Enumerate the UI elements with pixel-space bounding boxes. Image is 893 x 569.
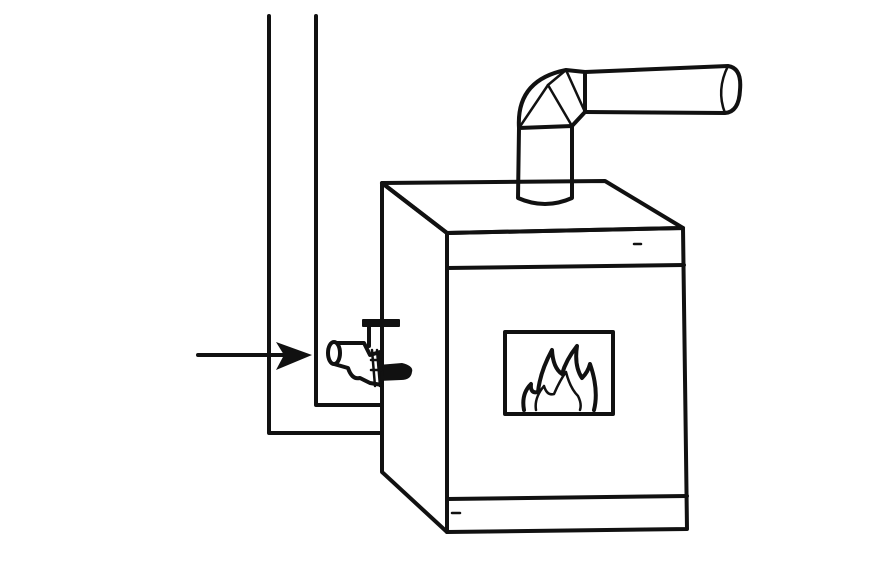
valve-inlet: [326, 340, 342, 366]
arrow-icon: [196, 342, 312, 370]
flame-icon: [521, 344, 598, 412]
boiler-side: [380, 181, 449, 534]
valve-collar: [375, 348, 382, 388]
elbow-seam-3: [564, 68, 587, 114]
arrow-head: [276, 342, 312, 370]
inner-pipe: [314, 14, 382, 407]
boiler-front: [445, 226, 689, 534]
elbow-seam-2: [546, 83, 574, 128]
top-band: [445, 263, 686, 270]
flue-collar: [516, 124, 574, 206]
flue-end: [719, 64, 730, 115]
flue-pipe-icon: [516, 64, 743, 206]
flue-horizontal: [583, 64, 743, 115]
boiler-top: [380, 179, 685, 235]
valve-handle: [362, 319, 400, 327]
bottom-band: [445, 494, 689, 501]
valve-icon: [326, 319, 413, 388]
supply-pipes-icon: [267, 14, 382, 435]
window-frame: [503, 330, 615, 416]
flame-inner: [534, 370, 582, 412]
valve-collar: [370, 348, 377, 388]
valve-body: [332, 341, 384, 387]
flue-elbow: [516, 68, 587, 130]
fire-window: [503, 330, 615, 416]
outer-pipe: [267, 14, 382, 435]
boiler-icon: [380, 179, 689, 534]
valve-outlet: [378, 363, 413, 381]
